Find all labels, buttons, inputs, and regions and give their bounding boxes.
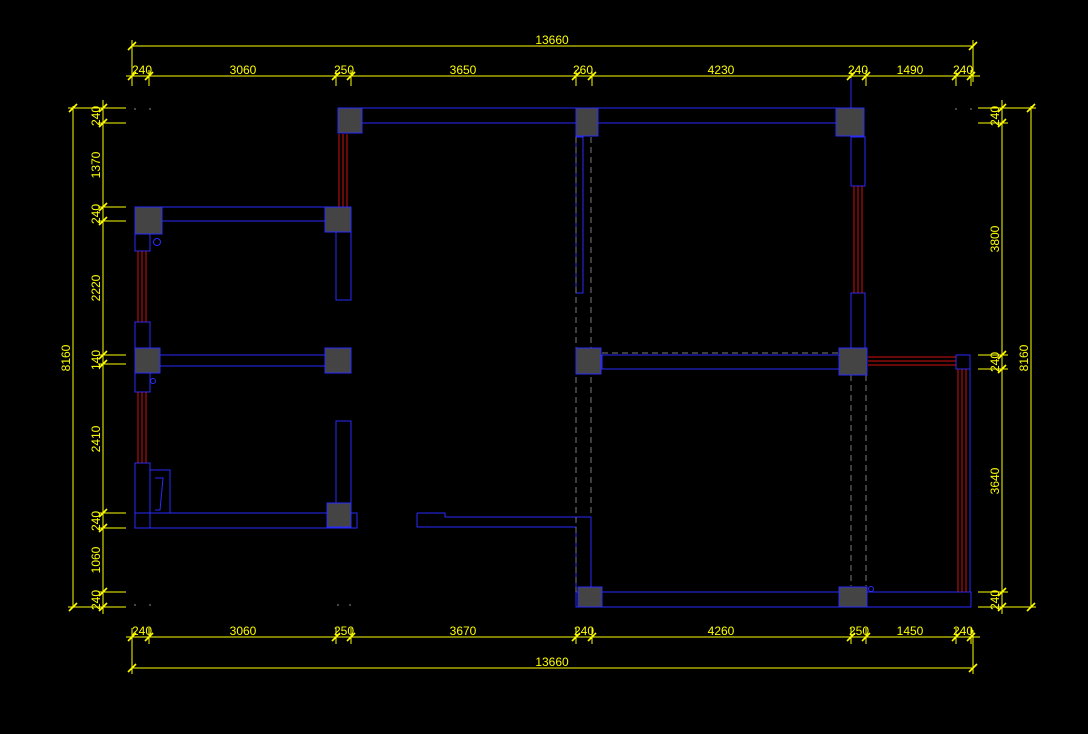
bottom-dim-1: 240 [132,624,152,638]
structural-columns [134,107,868,608]
column-e1 [577,586,603,608]
column-c4 [838,347,868,376]
bottom-dim-6: 4260 [708,624,735,638]
column-d1 [326,502,352,528]
column-e2 [838,586,868,608]
top-dim-3: 250 [334,63,354,77]
top-dim-8: 1490 [897,63,924,77]
top-dim-7: 240 [848,63,868,77]
left-dim-2: 1370 [89,151,103,178]
column-b2 [324,206,352,233]
top-total-dim: 13660 [535,33,569,47]
left-dim-3: 240 [89,204,103,224]
column-a2 [575,107,599,137]
left-dim-8: 1060 [89,546,103,573]
left-dim-4: 2220 [89,274,103,301]
bottom-dim-9: 240 [953,624,973,638]
left-dim-5: 140 [89,350,103,370]
windows [137,134,971,592]
column-a1 [337,107,363,134]
right-dim-4: 3640 [988,467,1002,494]
walls [134,78,972,608]
right-dim-5: 240 [988,590,1002,610]
left-dim-9: 240 [89,590,103,610]
column-c2 [324,347,352,374]
top-dim-9: 240 [953,63,973,77]
top-dim-2: 3060 [230,63,257,77]
top-dim-4: 3650 [450,63,477,77]
right-dim-1: 240 [988,106,1002,126]
top-dim-1: 240 [132,63,152,77]
column-c3 [575,347,602,375]
hidden-lines [575,137,867,592]
right-dim-3: 240 [988,352,1002,372]
bottom-dim-5: 240 [574,624,594,638]
right-dim-2: 3800 [988,225,1002,252]
top-dim-5: 260 [573,63,593,77]
bottom-total-dim: 13660 [535,655,569,669]
left-dim-7: 240 [89,511,103,531]
right-total-dim: 8160 [1017,344,1031,371]
dimension-labels: 13660 240 3060 250 3650 260 4230 240 149… [59,33,1031,669]
column-c1 [134,347,161,374]
column-a3 [835,107,865,137]
top-dim-6: 4230 [708,63,735,77]
bottom-dim-7: 250 [849,624,869,638]
column-b1 [134,206,163,235]
grid-marker-dots [134,108,972,606]
left-dim-1: 240 [89,106,103,126]
left-total-dim: 8160 [59,344,73,371]
dimension-ticks [68,41,1036,673]
pipe-markers [150,238,874,592]
left-dim-6: 2410 [89,425,103,452]
bottom-dim-8: 1450 [897,624,924,638]
bottom-dim-2: 3060 [230,624,257,638]
bottom-dim-4: 3670 [450,624,477,638]
bottom-dim-3: 250 [334,624,354,638]
